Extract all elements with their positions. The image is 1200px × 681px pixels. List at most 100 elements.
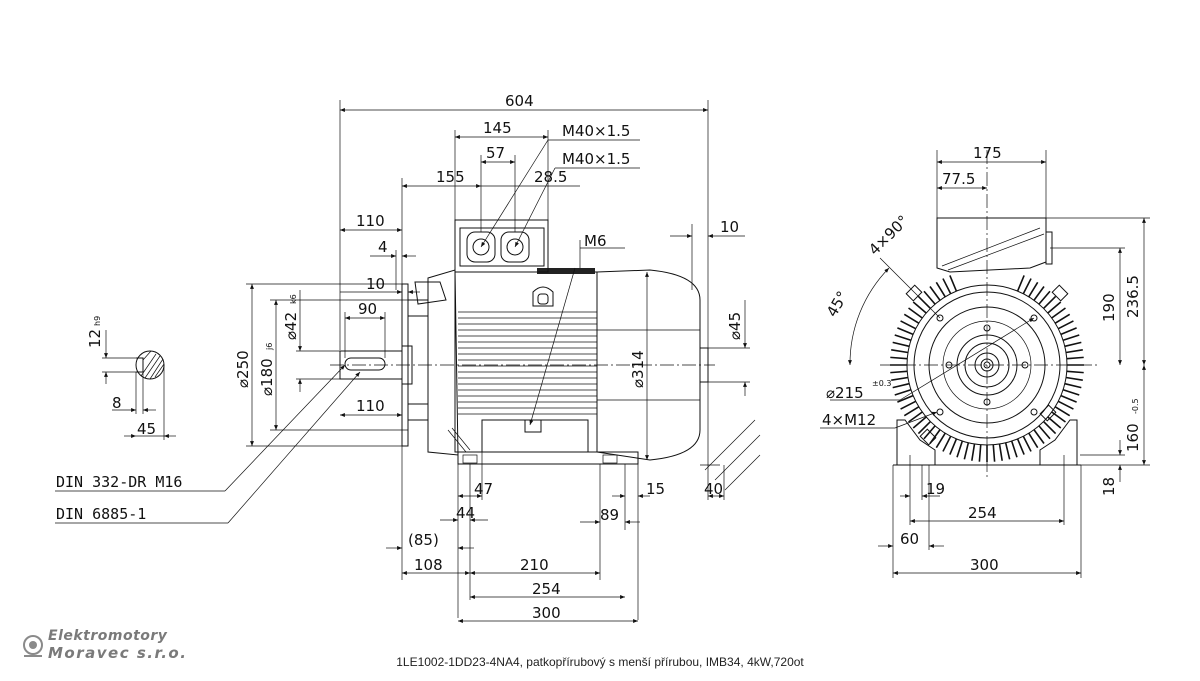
radial-fin	[900, 400, 917, 410]
radial-fin	[894, 334, 912, 342]
radial-fin	[903, 406, 920, 417]
radial-fin	[1051, 411, 1066, 423]
pcd-label: ⌀215	[826, 384, 864, 402]
radial-fin	[897, 394, 914, 403]
radial-fin	[900, 320, 917, 330]
radial-fin	[963, 442, 970, 460]
front-view: 175 77.5 45° 4×90° ⌀215 ±0.3 4×M12 190 2…	[820, 144, 1150, 578]
radial-fin	[891, 376, 909, 381]
radial-fin	[998, 443, 1003, 461]
spigot-dia-label: ⌀180	[258, 358, 276, 396]
flange-dia-label: ⌀250	[234, 350, 252, 388]
radial-fin	[1022, 435, 1032, 452]
front-foot-left	[896, 419, 936, 466]
drawing-caption: 1LE1002-1DD23-4NA4, patkopřírubový s men…	[396, 655, 804, 669]
radial-fin	[1033, 429, 1045, 444]
radial-fin	[1047, 416, 1062, 429]
radial-fin	[978, 444, 982, 462]
pcd-tol-label: ±0.3	[872, 379, 891, 388]
radial-fin	[894, 388, 912, 396]
bolt-pattern-label: 4×90°	[865, 212, 912, 259]
radial-fin	[923, 290, 936, 305]
shaft-length-bottom-label: 110	[356, 397, 385, 415]
foot-47-label: 47	[474, 480, 493, 498]
gland-spacing-label: 57	[486, 144, 505, 162]
foot-15-label: 15	[646, 480, 665, 498]
standard-notes: DIN 332-DR M16 DIN 6885-1	[55, 364, 361, 524]
lifting-thread-label: M6	[584, 232, 607, 250]
logo-line-1: Elektromotory	[48, 628, 168, 644]
radial-fin	[1060, 327, 1077, 336]
foot-89-label: 89	[600, 506, 619, 524]
radial-fin	[1066, 370, 1084, 374]
shaft-shoulder-label: 4	[378, 238, 388, 256]
foot-85-label: (85)	[408, 531, 439, 549]
front-foot-holes-label: 254	[968, 504, 997, 522]
radial-fin	[1065, 376, 1083, 381]
fan-gap-label: 10	[720, 218, 739, 236]
radial-fin	[908, 307, 923, 319]
bolt-angle-label: 45°	[823, 288, 852, 320]
radial-fin	[1043, 421, 1057, 435]
logo-line-2: Moravec s.r.o.	[48, 644, 188, 662]
foot-210-label: 210	[520, 556, 549, 574]
radial-fin	[1054, 313, 1071, 324]
terminal-box	[454, 219, 549, 273]
cooling-fins	[458, 311, 597, 415]
radial-fin	[912, 416, 927, 429]
radial-fin	[1051, 307, 1066, 319]
overall-length-label: 604	[505, 92, 534, 110]
foot-40-label: 40	[704, 480, 723, 498]
foot-300-label: 300	[532, 604, 561, 622]
front-base-width-label: 300	[970, 556, 999, 574]
radial-fin	[908, 411, 923, 423]
shaft-keyway	[344, 357, 386, 371]
foot-254-label: 254	[532, 580, 561, 598]
radial-fin	[1064, 341, 1082, 348]
radial-fin	[1054, 406, 1071, 417]
front-terminal-box	[936, 217, 1047, 273]
shaft-dia-label: ⌀42	[282, 312, 300, 340]
key-width-tol: h9	[93, 316, 102, 326]
radial-fin	[892, 382, 910, 389]
radial-fin	[1057, 320, 1074, 330]
foot-height-label: 18	[1100, 477, 1118, 496]
shaft-height-label: 45	[137, 420, 156, 438]
radial-fin	[929, 286, 941, 301]
radial-fin	[1066, 356, 1084, 360]
shaft-length-top-label: 110	[356, 212, 385, 230]
radial-fin	[891, 349, 909, 354]
radial-fin	[971, 443, 976, 461]
radial-fin	[890, 356, 908, 360]
shaft-hatch	[140, 350, 165, 380]
spigot-tol-label: j6	[265, 343, 274, 351]
radial-fin	[949, 438, 958, 455]
radial-fin	[956, 440, 964, 458]
radial-fin	[1065, 349, 1083, 354]
radial-fin	[1022, 278, 1032, 295]
radial-fin	[1016, 438, 1025, 455]
radial-fin	[1004, 442, 1011, 460]
motor-logo-icon	[23, 635, 43, 657]
front-foot-width-label: 19	[926, 480, 945, 498]
key-length-label: 90	[358, 300, 377, 318]
thread-standard-note: DIN 332-DR M16	[56, 473, 182, 491]
radial-fin	[992, 444, 996, 462]
box-position-label: 155	[436, 168, 465, 186]
side-view: 604 145 M40×1.5 57 M40×1.5 155 28.5 110 …	[234, 92, 761, 623]
axis-to-box-label: 190	[1100, 293, 1118, 322]
front-foot-edge-label: 60	[900, 530, 919, 548]
radial-fin	[897, 327, 914, 336]
radial-fin	[1028, 432, 1039, 449]
radial-fin	[1043, 295, 1057, 309]
radial-fin	[903, 313, 920, 324]
front-box-offset-label: 77.5	[942, 170, 975, 188]
radial-fin	[949, 275, 958, 292]
radial-fin	[1038, 290, 1051, 305]
frame-dia-label: ⌀314	[629, 350, 647, 388]
gland-offset-label: 28.5	[534, 168, 567, 186]
front-cooling-fins	[890, 275, 1084, 462]
foot-44-label: 44	[456, 504, 475, 522]
radial-fin	[923, 425, 936, 440]
